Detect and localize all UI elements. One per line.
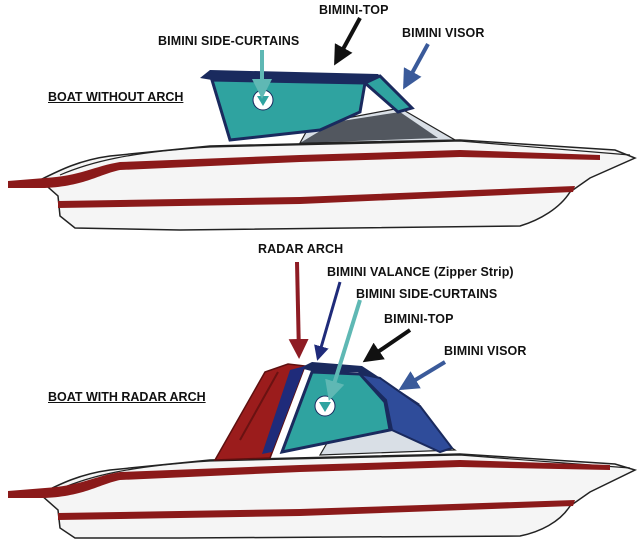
- label-top-side-curtains: BIMINI SIDE-CURTAINS: [158, 34, 300, 48]
- hull-stripe-lower: [58, 500, 575, 520]
- section-title-with-arch: BOAT WITH RADAR ARCH: [48, 390, 206, 404]
- label-bottom-bimini-top: BIMINI-TOP: [384, 312, 454, 326]
- bimini-visor: [362, 74, 415, 114]
- arrow-bottom-visor: [398, 360, 447, 391]
- label-bottom-valance: BIMINI VALANCE (Zipper Strip): [327, 265, 514, 279]
- boat-with-radar-arch: [8, 362, 638, 539]
- arrow-top-visor: [403, 43, 430, 90]
- arrow-bottom-side-curtains: [325, 299, 362, 401]
- arrow-top-bimini-top: [334, 17, 362, 66]
- radar-arch: [213, 363, 307, 461]
- bimini-visor: [356, 372, 454, 454]
- section-title-without-arch: BOAT WITHOUT ARCH: [48, 90, 184, 104]
- boat-without-arch: [8, 70, 637, 231]
- bimini-side-curtain: [209, 78, 367, 142]
- arrow-bottom-bimini-top: [362, 328, 412, 363]
- hull-stripe-upper: [8, 460, 610, 498]
- bimini-side-curtain: [279, 370, 392, 455]
- hull-stripe-upper: [8, 150, 600, 188]
- bimini-valance: [262, 366, 305, 454]
- arrow-bottom-radar-arch: [288, 261, 309, 359]
- arrow-bottom-valance: [314, 281, 342, 361]
- label-bottom-radar-arch: RADAR ARCH: [258, 242, 344, 256]
- label-top-bimini-top: BIMINI-TOP: [319, 3, 389, 17]
- label-bottom-side-curtains: BIMINI SIDE-CURTAINS: [356, 287, 498, 301]
- label-bottom-visor: BIMINI VISOR: [444, 344, 527, 358]
- hull-stripe-lower: [58, 186, 575, 208]
- label-top-visor: BIMINI VISOR: [402, 26, 485, 40]
